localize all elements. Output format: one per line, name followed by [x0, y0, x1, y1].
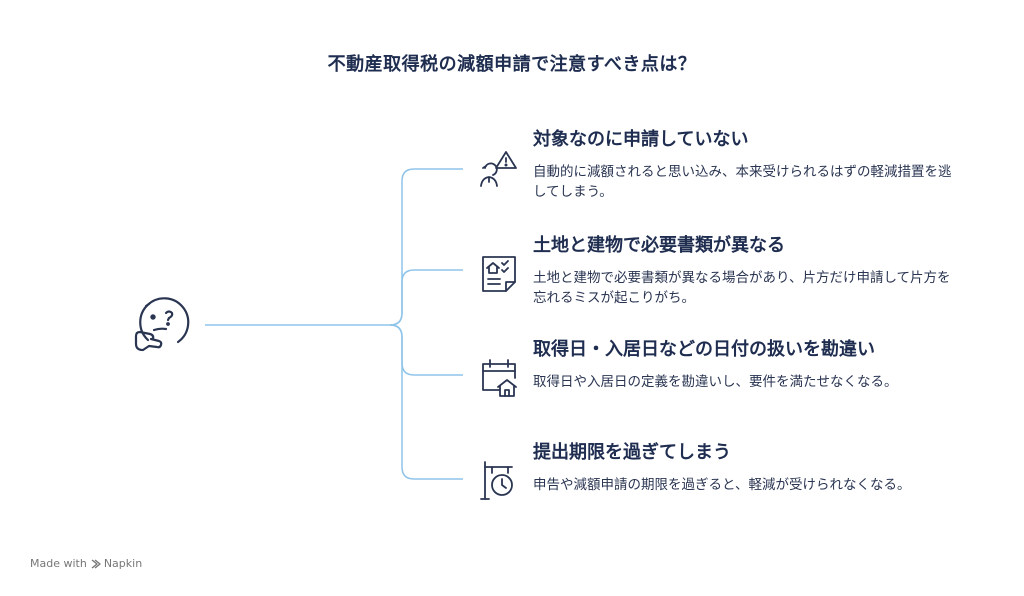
- calendar-house-icon: [482, 359, 517, 397]
- list-item: 提出期限を過ぎてしまう 申告や減額申請の期限を過ぎると、軽減が受けられなくなる。: [533, 441, 973, 495]
- signpost-clock-icon: [480, 461, 513, 500]
- item-description: 申告や減額申請の期限を過ぎると、軽減が受けられなくなる。: [533, 477, 911, 493]
- list-item: 土地と建物で必要書類が異なる 土地と建物で必要書類が異なる場合があり、片方だけ申…: [533, 234, 973, 308]
- napkin-brand: Napkin: [91, 557, 142, 570]
- made-with-label: Made with: [30, 557, 87, 570]
- item-title: 提出期限を過ぎてしまう: [533, 442, 731, 463]
- house-checklist-icon: [482, 256, 516, 292]
- list-item: 取得日・入居日などの日付の扱いを勘違い 取得日や入居日の定義を勘違いし、要件を満…: [533, 338, 973, 392]
- item-description: 自動的に減額されると思い込み、本来受けられるはずの軽減措置を逃してしまう。: [533, 164, 952, 200]
- page-title: 不動産取得税の減額申請で注意すべき点は？: [327, 54, 697, 75]
- branch-connector-4: [389, 324, 463, 480]
- napkin-logo-icon: [91, 558, 101, 569]
- item-title: 土地と建物で必要書類が異なる: [533, 235, 785, 256]
- footer: Made with Napkin: [30, 557, 142, 570]
- item-description: 土地と建物で必要書類が異なる場合があり、片方だけ申請して片方を忘れるミスが起こり…: [533, 270, 951, 306]
- item-title: 取得日・入居日などの日付の扱いを勘違い: [533, 339, 875, 360]
- thinking-face-icon: [134, 297, 190, 352]
- item-title: 対象なのに申請していない: [533, 129, 749, 150]
- list-item: 対象なのに申請していない 自動的に減額されると思い込み、本来受けられるはずの軽減…: [533, 128, 973, 202]
- branch-connector-1: [389, 168, 463, 326]
- person-warning-icon: [480, 151, 517, 187]
- branch-connector-2: [389, 269, 463, 326]
- napkin-label: Napkin: [103, 557, 143, 570]
- item-description: 取得日や入居日の定義を勘違いし、要件を満たせなくなる。: [533, 374, 898, 390]
